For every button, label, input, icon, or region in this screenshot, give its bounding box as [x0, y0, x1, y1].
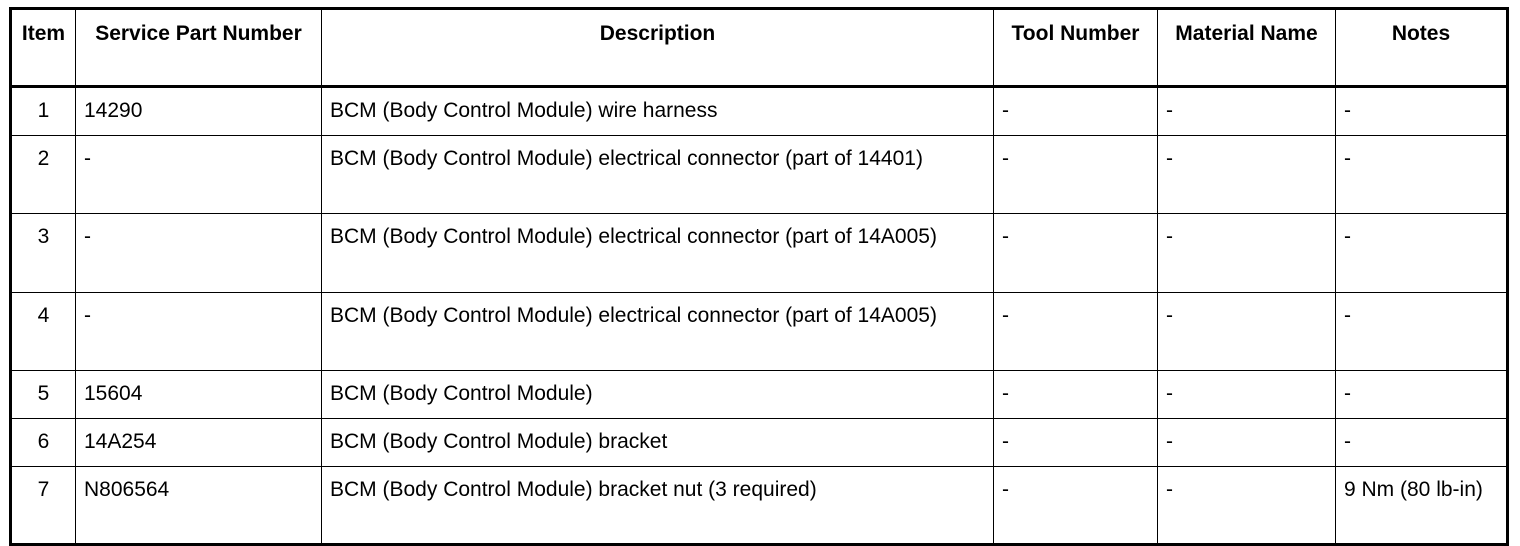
cell-service-part-number: - [75, 213, 322, 293]
cell-item: 4 [10, 292, 76, 371]
cell-description: BCM (Body Control Module) electrical con… [321, 213, 994, 293]
cell-notes: - [1335, 135, 1508, 214]
cell-tool-number: - [993, 86, 1158, 136]
cell-tool-number: - [993, 135, 1158, 214]
table-row: 1 14290 BCM (Body Control Module) wire h… [10, 86, 1508, 136]
header-service-part-number: Service Part Number [75, 8, 322, 88]
table-row: 2 - BCM (Body Control Module) electrical… [10, 135, 1508, 214]
cell-service-part-number: 15604 [75, 370, 322, 419]
cell-notes: - [1335, 86, 1508, 136]
table-row: 7 N806564 BCM (Body Control Module) brac… [10, 466, 1508, 545]
cell-description: BCM (Body Control Module) bracket nut (3… [321, 466, 994, 545]
parts-table-container: Item Service Part Number Description Too… [9, 7, 1509, 546]
cell-notes: - [1335, 292, 1508, 371]
parts-table: Item Service Part Number Description Too… [9, 7, 1509, 546]
cell-item: 6 [10, 418, 76, 467]
cell-description: BCM (Body Control Module) bracket [321, 418, 994, 467]
cell-item: 1 [10, 86, 76, 136]
header-tool-number: Tool Number [993, 8, 1158, 88]
cell-item: 3 [10, 213, 76, 293]
cell-tool-number: - [993, 466, 1158, 545]
header-description: Description [321, 8, 994, 88]
cell-tool-number: - [993, 370, 1158, 419]
cell-tool-number: - [993, 418, 1158, 467]
header-notes: Notes [1335, 8, 1508, 88]
table-row: 3 - BCM (Body Control Module) electrical… [10, 213, 1508, 293]
cell-material-name: - [1157, 418, 1336, 467]
cell-service-part-number: N806564 [75, 466, 322, 545]
header-material-name: Material Name [1157, 8, 1336, 88]
cell-notes: - [1335, 370, 1508, 419]
cell-notes: - [1335, 213, 1508, 293]
cell-service-part-number: 14290 [75, 86, 322, 136]
cell-service-part-number: 14A254 [75, 418, 322, 467]
cell-material-name: - [1157, 292, 1336, 371]
table-row: 6 14A254 BCM (Body Control Module) brack… [10, 418, 1508, 467]
cell-description: BCM (Body Control Module) wire harness [321, 86, 994, 136]
cell-item: 7 [10, 466, 76, 545]
cell-material-name: - [1157, 370, 1336, 419]
table-row: 5 15604 BCM (Body Control Module) - - - [10, 370, 1508, 419]
cell-service-part-number: - [75, 135, 322, 214]
cell-tool-number: - [993, 292, 1158, 371]
table-header-row: Item Service Part Number Description Too… [10, 8, 1508, 88]
cell-tool-number: - [993, 213, 1158, 293]
table-row: 4 - BCM (Body Control Module) electrical… [10, 292, 1508, 371]
cell-material-name: - [1157, 466, 1336, 545]
cell-notes: - [1335, 418, 1508, 467]
cell-notes: 9 Nm (80 lb-in) [1335, 466, 1508, 545]
cell-description: BCM (Body Control Module) [321, 370, 994, 419]
cell-item: 2 [10, 135, 76, 214]
cell-description: BCM (Body Control Module) electrical con… [321, 135, 994, 214]
cell-item: 5 [10, 370, 76, 419]
cell-material-name: - [1157, 86, 1336, 136]
cell-material-name: - [1157, 213, 1336, 293]
cell-description: BCM (Body Control Module) electrical con… [321, 292, 994, 371]
cell-material-name: - [1157, 135, 1336, 214]
header-item: Item [10, 8, 76, 88]
cell-service-part-number: - [75, 292, 322, 371]
